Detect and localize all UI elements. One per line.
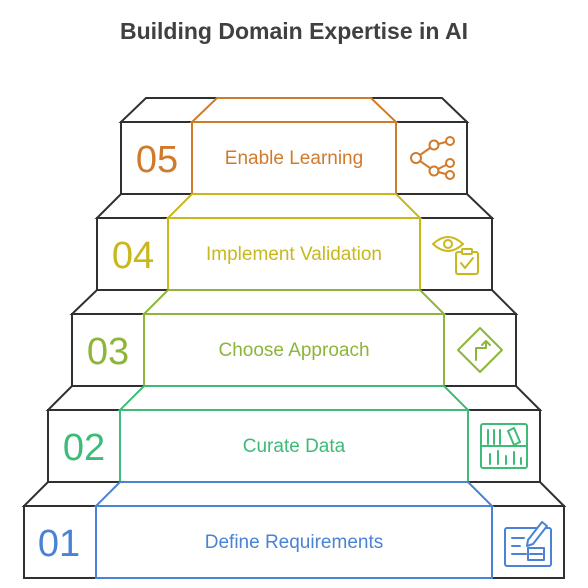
step-04-center-top [165, 193, 423, 219]
step-04-center-front [167, 217, 421, 291]
step-03-center-front [143, 313, 445, 387]
step-03-label: Choose Approach [218, 340, 369, 361]
step-01-label: Define Requirements [205, 532, 383, 553]
requirements-form-icon [504, 521, 552, 567]
step-04-number: 04 [112, 235, 154, 277]
step-04-label: Implement Validation [206, 244, 382, 265]
step-03-number: 03 [87, 331, 129, 373]
step-01-number: 01 [38, 523, 80, 565]
step-05-center-top [189, 97, 399, 123]
step-05-center-front [191, 121, 397, 195]
step-05: 05 Enable Learning [118, 97, 470, 195]
step-01: 01 Define Requirements [21, 481, 567, 579]
step-01-center-front [95, 505, 493, 579]
step-02-label: Curate Data [243, 436, 346, 457]
diagram-title: Building Domain Expertise in AI [119, 18, 469, 44]
step-02-number: 02 [63, 427, 105, 469]
data-shelf-icon [480, 423, 528, 469]
network-share-icon [410, 136, 455, 180]
step-02-center-front [119, 409, 469, 483]
direction-sign-icon [457, 327, 503, 373]
step-01-center-top [93, 481, 495, 507]
step-04: 04 Implement Validation [94, 193, 495, 291]
step-02-center-top [117, 385, 471, 411]
step-03: 03 Choose Approach [69, 289, 519, 387]
step-02: 02 Curate Data [45, 385, 543, 483]
step-05-label: Enable Learning [225, 148, 363, 169]
eye-clipboard-icon [432, 236, 479, 275]
step-05-number: 05 [136, 139, 178, 181]
step-03-center-top [141, 289, 447, 315]
